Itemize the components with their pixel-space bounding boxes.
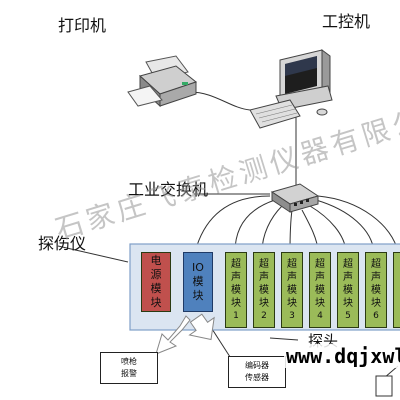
ultrasonic-module-partial <box>393 252 400 328</box>
ultrasonic-module-char: 声 <box>315 271 325 283</box>
switch-label: 工业交换机 <box>128 180 209 199</box>
power-module-char: 电 <box>150 254 162 267</box>
ultrasonic-module-char: 模 <box>343 284 353 296</box>
printer-to-pc-cable <box>189 91 251 111</box>
io-module-char: IO <box>192 261 204 274</box>
power-module-char: 块 <box>150 296 162 309</box>
printer-icon <box>127 55 198 108</box>
probe-leader-line <box>269 337 299 341</box>
encoder-box: 编码器 传感器 <box>228 356 286 388</box>
computer-icon <box>249 49 333 129</box>
printer-label: 打印机 <box>58 16 107 35</box>
detector-label: 探伤仪 <box>38 234 87 253</box>
alarm-box-line2: 报警 <box>121 369 137 378</box>
detector-label-leader <box>57 245 129 263</box>
encoder-box-line2: 传感器 <box>245 373 269 382</box>
probe-icon <box>375 375 393 397</box>
ultrasonic-module-char: 块 <box>287 297 297 309</box>
ultrasonic-module-char: 声 <box>259 271 269 283</box>
ultrasonic-module-char: 块 <box>343 297 353 309</box>
switch-icon <box>270 183 320 213</box>
ultrasonic-module-char: 声 <box>371 271 381 283</box>
ultrasonic-module-number: 4 <box>317 310 323 321</box>
switch-to-io-cable <box>194 195 271 253</box>
io-module-char: 模 <box>192 275 204 288</box>
computer-label: 工控机 <box>322 12 371 31</box>
ultrasonic-module-char: 模 <box>287 284 297 296</box>
ultrasonic-module-number: 6 <box>373 310 379 321</box>
ultrasonic-module-number: 3 <box>289 310 295 321</box>
power-module: 电源模块 <box>141 252 171 312</box>
ultrasonic-module-char: 超 <box>231 258 241 270</box>
ultrasonic-module-char: 模 <box>315 284 325 296</box>
ultrasonic-module-number: 2 <box>261 310 267 321</box>
power-module-char: 源 <box>150 268 162 281</box>
url-overlay: www.dqjxwl <box>284 344 400 368</box>
ultrasonic-module-char: 声 <box>287 271 297 283</box>
alarm-output-arrow <box>155 315 191 355</box>
ultrasonic-module-char: 声 <box>231 271 241 283</box>
ultrasonic-module-char: 超 <box>343 258 353 270</box>
ultrasonic-module-char: 超 <box>287 258 297 270</box>
ultrasonic-module-number: 5 <box>345 310 351 321</box>
ultrasonic-module-char: 模 <box>259 284 269 296</box>
connection-lines <box>57 91 399 379</box>
ultrasonic-module-char: 超 <box>259 258 269 270</box>
encoder-box-line1: 编码器 <box>245 361 269 370</box>
alarm-box: 喷枪 报警 <box>100 352 158 384</box>
ultrasonic-module-char: 超 <box>315 258 325 270</box>
ultrasonic-module-char: 块 <box>231 297 241 309</box>
ultrasonic-module-char: 超 <box>371 258 381 270</box>
ultrasonic-module-char: 块 <box>371 297 381 309</box>
ultrasonic-module-char: 块 <box>259 297 269 309</box>
ultrasonic-module-char: 模 <box>231 284 241 296</box>
ultrasonic-module-char: 块 <box>315 297 325 309</box>
power-module-char: 模 <box>150 282 162 295</box>
encoder-input-arrow <box>188 313 215 341</box>
ultrasonic-module-number: 1 <box>233 310 239 321</box>
ultrasonic-module-char: 模 <box>371 284 381 296</box>
alarm-box-line1: 喷枪 <box>121 357 137 366</box>
ultrasonic-module-char: 声 <box>343 271 353 283</box>
io-module-char: 块 <box>192 289 204 302</box>
